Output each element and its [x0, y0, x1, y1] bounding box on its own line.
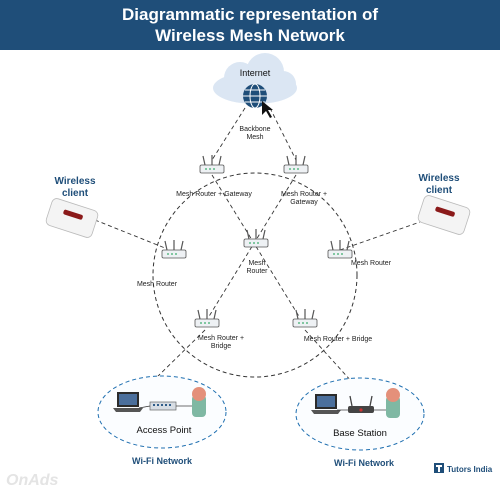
cursor-icon [262, 101, 273, 118]
laptop-icon [113, 392, 143, 412]
wireless-client-right-label: Wireless client [418, 173, 460, 196]
wifi-network-left-label: Wi-Fi Network [132, 456, 192, 466]
router-label-gateway-right: Mesh Router + Gateway [280, 191, 328, 206]
router-label-bridge-left: Mesh Router + Bridge [197, 335, 245, 350]
router-icon [199, 155, 225, 174]
base-station-label: Base Station [333, 428, 387, 439]
router-icon [327, 240, 353, 259]
access-point-label: Access Point [136, 425, 192, 436]
router-icon [243, 229, 269, 248]
mesh-ring [152, 172, 358, 378]
title-banner: Diagrammatic representation of Wireless … [0, 0, 500, 50]
wireless-client-left-icon [45, 198, 99, 238]
link-client-right [339, 221, 421, 251]
backbone-mesh-label: Backbone Mesh [239, 126, 271, 141]
access-point-device-icon [192, 387, 206, 417]
internet-label: Internet [239, 68, 271, 78]
router-icon [292, 309, 318, 328]
connection-lines [94, 107, 421, 383]
router-icon [194, 309, 220, 328]
base-station-device-icon [386, 388, 400, 418]
link-client-left [94, 219, 166, 249]
router-label-left: Mesh Router [136, 281, 178, 288]
title-line-2: Wireless Mesh Network [155, 26, 345, 45]
link-to-access-point [151, 329, 206, 383]
link-to-base-station [304, 329, 353, 383]
router-label-center: Mesh Router [246, 260, 268, 275]
watermark: OnAds [6, 472, 59, 489]
wifi-network-right-label: Wi-Fi Network [334, 458, 394, 468]
wireless-client-left-label: Wireless client [54, 176, 96, 199]
title-line-1: Diagrammatic representation of [121, 5, 378, 24]
router-label-right: Mesh Router [350, 260, 392, 267]
router-icon [161, 240, 187, 259]
backbone-link-left [211, 107, 246, 161]
wireless-client-right-icon [417, 195, 471, 235]
mesh-diagram [45, 53, 471, 473]
router-label-bridge-right: Mesh Router + Bridge [303, 336, 373, 343]
router-icon [283, 155, 309, 174]
tutors-india-logo-icon [434, 463, 444, 473]
router-label-gateway-left: Mesh Router + Gateway [176, 191, 252, 198]
laptop-icon [311, 394, 341, 414]
brand-logo-text: Tutors India [447, 465, 493, 474]
backbone-link-right [269, 107, 297, 161]
base-station-router-icon [348, 395, 374, 413]
internet-cloud [213, 53, 297, 118]
